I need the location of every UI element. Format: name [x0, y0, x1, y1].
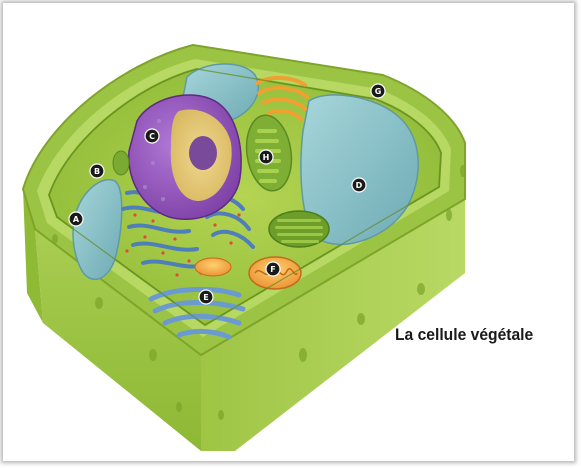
svg-text:D: D [356, 181, 363, 190]
figure-frame: A B C D E F G H La cellule v [3, 3, 574, 461]
marker-b: B [90, 164, 104, 178]
chloroplast-small [113, 151, 129, 175]
nucleus [129, 95, 241, 219]
plant-cell-diagram: A B C D E F G H [3, 3, 574, 461]
marker-d: D [352, 178, 366, 192]
marker-f: F [266, 262, 280, 276]
svg-text:G: G [375, 87, 382, 96]
mitochondrion-small [195, 258, 231, 276]
svg-text:E: E [203, 293, 208, 302]
svg-text:B: B [94, 167, 100, 176]
svg-text:A: A [73, 215, 80, 224]
diagram-caption: La cellule végétale [395, 325, 533, 345]
svg-text:C: C [149, 132, 155, 141]
marker-g: G [371, 84, 385, 98]
svg-text:H: H [263, 153, 270, 162]
svg-text:F: F [270, 265, 275, 274]
marker-h: H [259, 150, 273, 164]
marker-a: A [69, 212, 83, 226]
marker-e: E [199, 290, 213, 304]
chloroplast-2 [269, 211, 329, 247]
marker-c: C [145, 129, 159, 143]
